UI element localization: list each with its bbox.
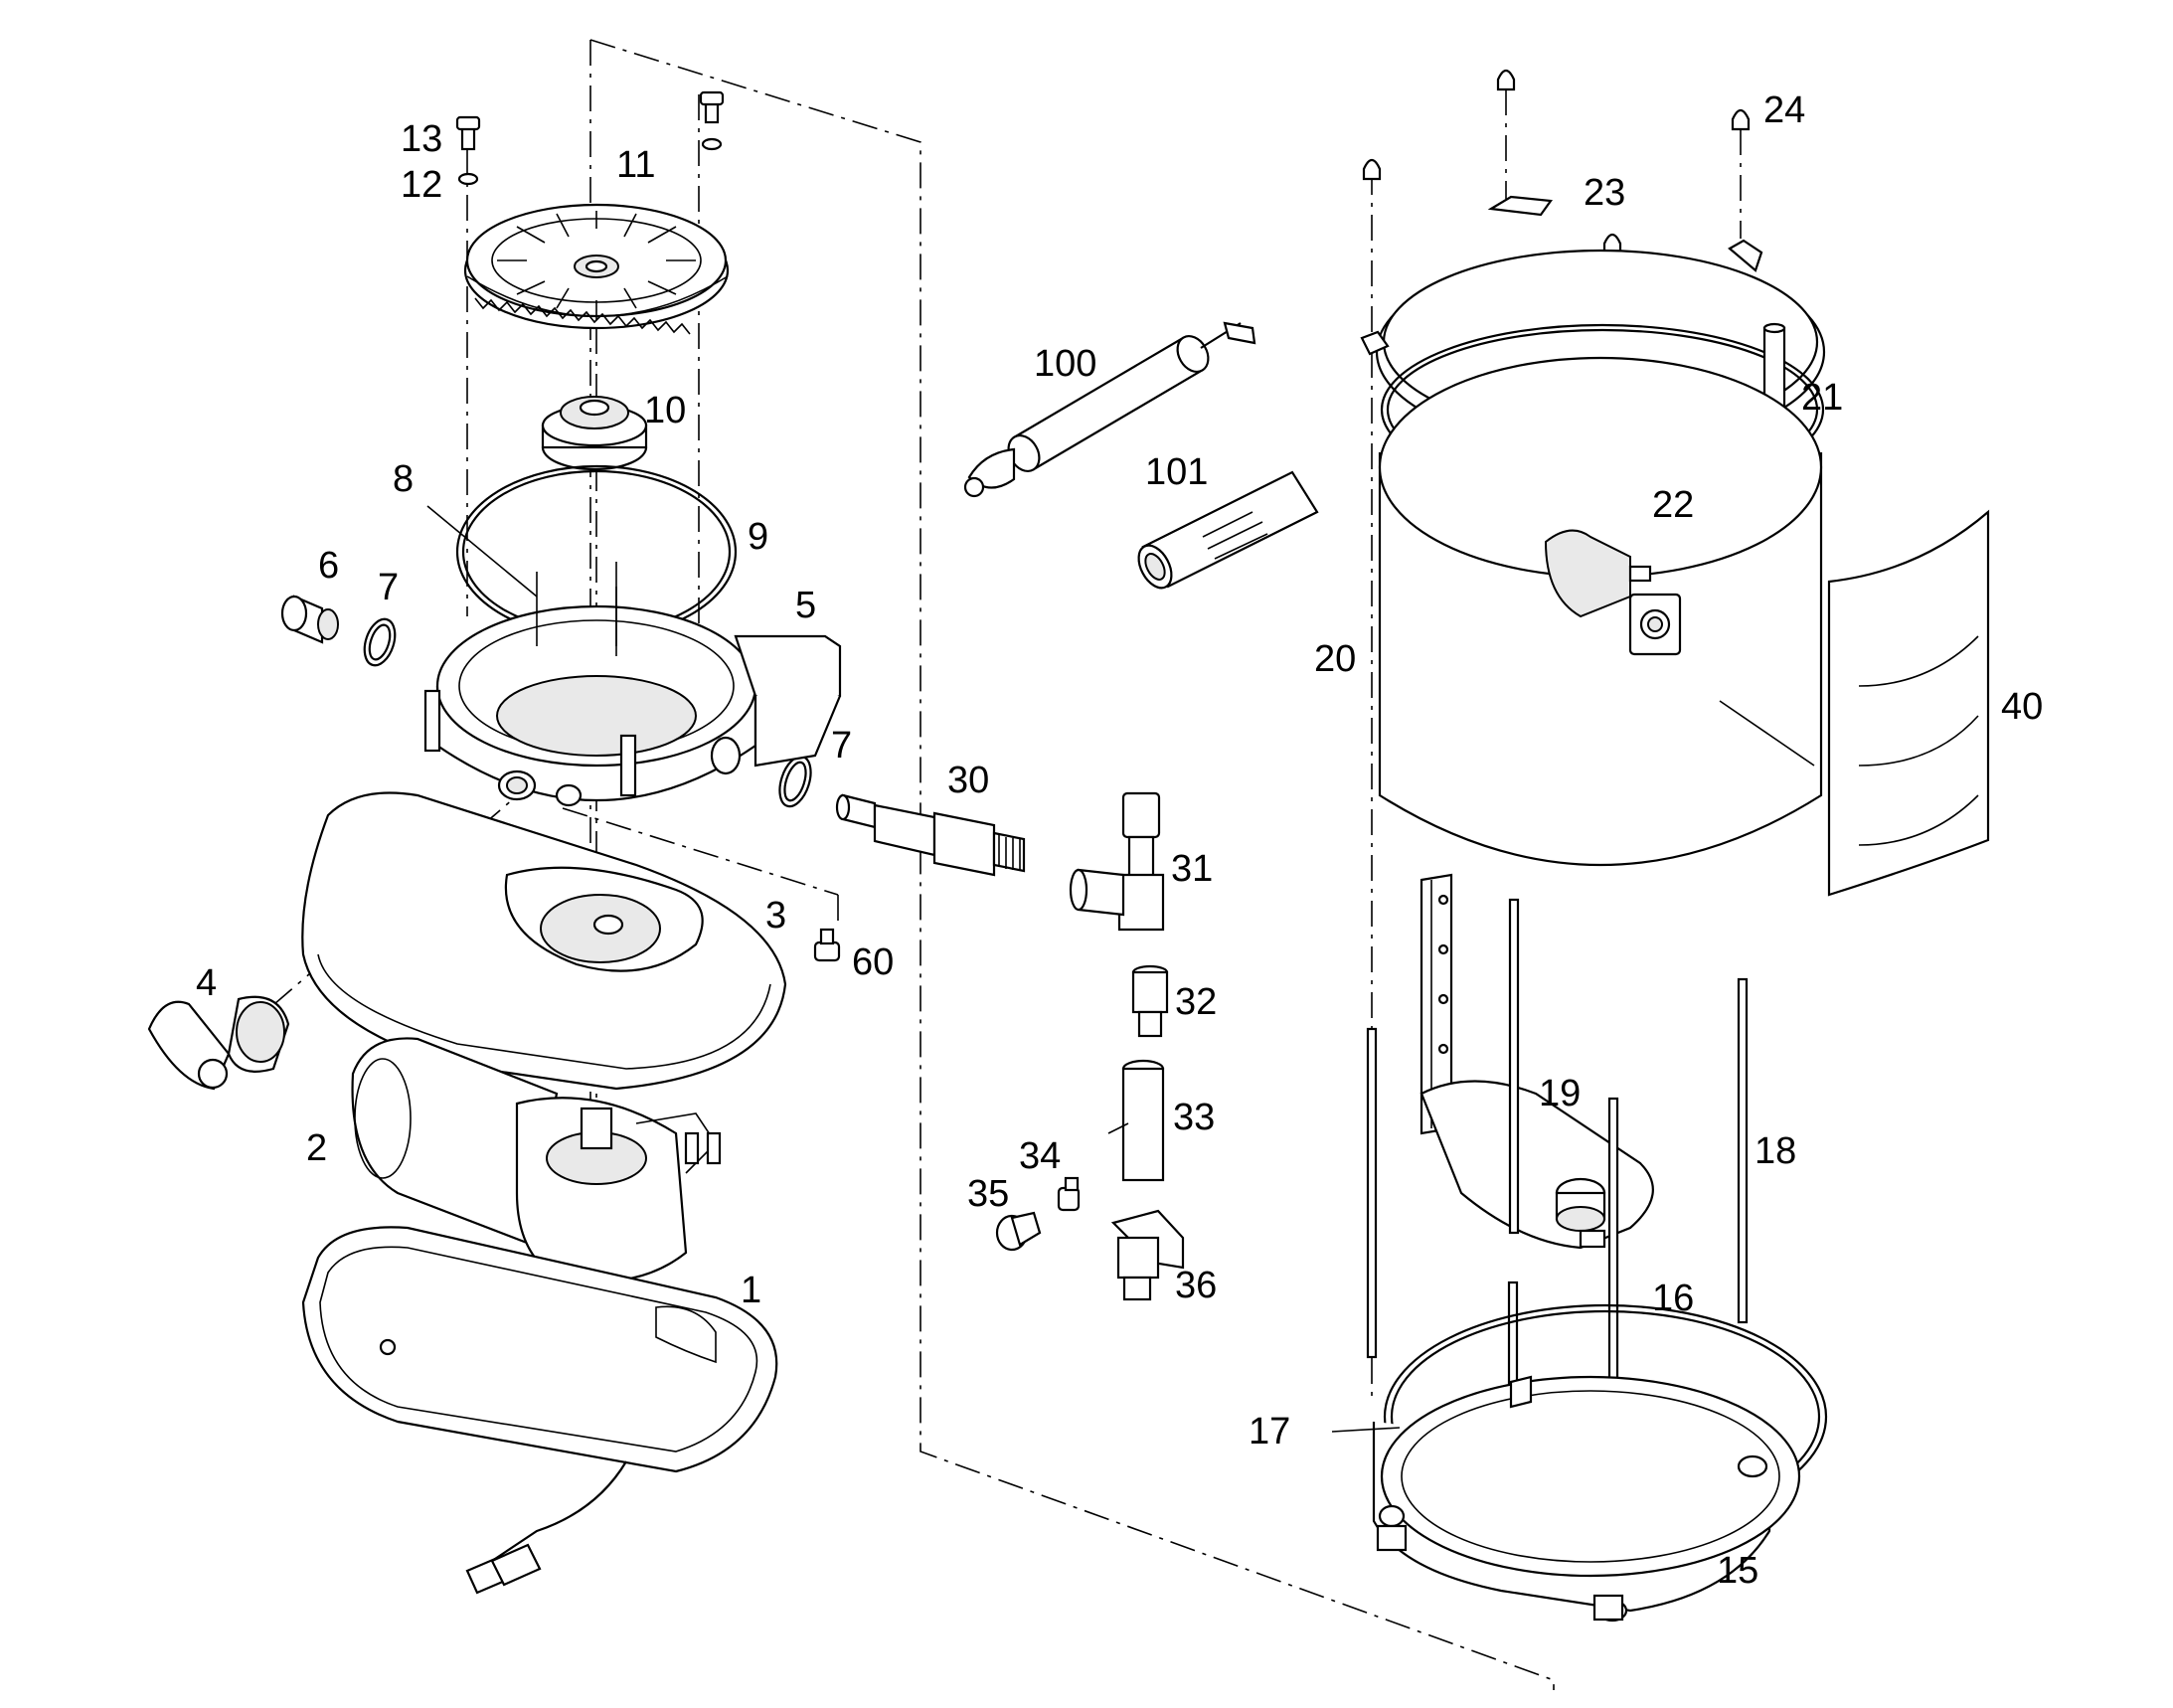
callout-23: 23 (1584, 172, 1625, 214)
callout-4: 4 (196, 962, 217, 1004)
valve-32 (1131, 964, 1169, 1038)
screw-60 (813, 928, 841, 962)
callout-7a: 7 (378, 567, 399, 608)
callout-20: 20 (1314, 638, 1356, 680)
callout-3: 3 (765, 895, 786, 937)
callout-60: 60 (852, 941, 894, 983)
tie-rod-18 (1366, 898, 1749, 1603)
cover-11 (463, 203, 730, 335)
callout-101: 101 (1145, 451, 1208, 493)
plug-6 (280, 595, 339, 644)
callout-7b: 7 (831, 725, 852, 767)
callout-34: 34 (1019, 1135, 1061, 1177)
plug-35 (995, 1211, 1042, 1252)
callout-17: 17 (1249, 1411, 1290, 1452)
leader-lines (426, 505, 1401, 1433)
callout-1: 1 (741, 1270, 761, 1311)
bearing-10 (541, 396, 648, 471)
cartridge-101 (1137, 470, 1319, 590)
callout-19: 19 (1539, 1073, 1581, 1114)
callout-18: 18 (1755, 1130, 1796, 1172)
callout-30: 30 (947, 760, 989, 801)
fitting-34 (1057, 1176, 1081, 1212)
callout-11: 11 (616, 144, 655, 186)
base-ring-15 (1372, 1375, 1801, 1623)
motor-2 (351, 1037, 722, 1283)
bracket-19 (1420, 873, 1654, 1250)
callout-15: 15 (1717, 1550, 1758, 1592)
callout-8: 8 (393, 458, 414, 500)
cap-nut-24 (1362, 69, 1751, 256)
callout-9: 9 (748, 516, 768, 558)
callout-16: 16 (1652, 1278, 1694, 1319)
sensor-30 (835, 793, 1026, 877)
callout-35: 35 (967, 1173, 1009, 1215)
callout-5: 5 (795, 585, 816, 626)
fitting-31 (1069, 791, 1165, 932)
callout-40: 40 (2001, 686, 2043, 728)
reservoir-3 (301, 791, 787, 1091)
cap-4 (147, 995, 290, 1091)
callout-13: 13 (401, 118, 442, 160)
callout-36: 36 (1175, 1265, 1217, 1306)
callout-2: 2 (306, 1127, 327, 1169)
callout-12: 12 (401, 164, 442, 206)
grease-gun-100 (963, 321, 1256, 498)
adapter-33 (1107, 1059, 1165, 1182)
callout-22: 22 (1652, 484, 1694, 526)
callout-labels: 13 12 11 10 8 9 6 7 5 7 30 31 3 60 4 32 … (196, 89, 2043, 1592)
callout-100: 100 (1034, 343, 1096, 385)
label-sheet-40 (1827, 509, 1990, 897)
callout-24: 24 (1763, 89, 1805, 131)
elbow-36 (1110, 1209, 1185, 1301)
callout-6: 6 (318, 545, 339, 587)
callout-32: 32 (1175, 981, 1217, 1023)
tank-20 (1378, 356, 1823, 866)
callout-33: 33 (1173, 1097, 1215, 1138)
callout-31: 31 (1171, 848, 1213, 890)
base-tray-1 (301, 1226, 778, 1595)
washer-12 (457, 137, 723, 186)
screw-13 (455, 90, 725, 151)
housing-5 (423, 562, 842, 807)
callout-21: 21 (1801, 377, 1843, 419)
callout-10: 10 (644, 390, 686, 431)
